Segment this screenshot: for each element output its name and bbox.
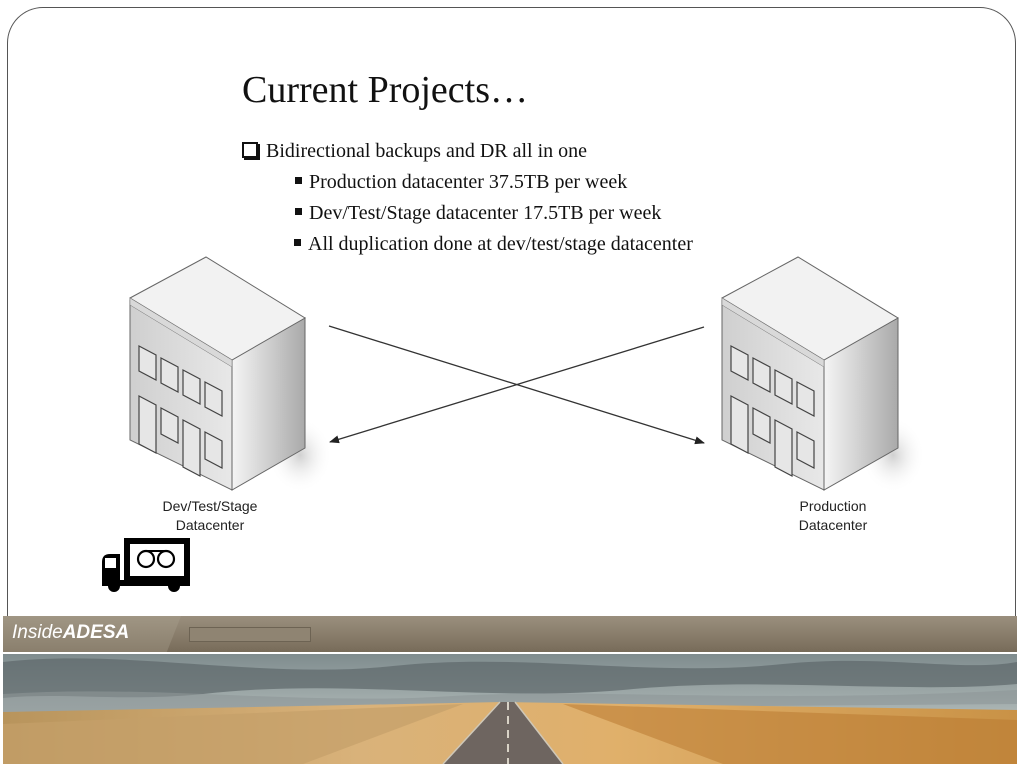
sub-bullet: Dev/Test/Stage datacenter 17.5TB per wee… xyxy=(295,202,661,225)
main-bullet-text: Bidirectional backups and DR all in one xyxy=(266,140,588,162)
replication-diagram xyxy=(128,256,925,493)
sub-bullet: All duplication done at dev/test/stage d… xyxy=(294,233,693,256)
filled-square-bullet-icon xyxy=(295,208,302,215)
arrow-to-dev-test-stage xyxy=(329,326,705,444)
filled-square-bullet-icon xyxy=(295,177,302,184)
sub-bullet-text: All duplication done at dev/test/stage d… xyxy=(308,233,693,255)
sub-bullet: Production datacenter 37.5TB per week xyxy=(295,171,627,194)
tape-truck-icon xyxy=(102,538,190,592)
dev-test-stage-building-icon xyxy=(128,256,332,493)
sub-bullet-text: Dev/Test/Stage datacenter 17.5TB per wee… xyxy=(309,202,662,224)
main-bullet: Bidirectional backups and DR all in one xyxy=(242,140,587,163)
highway-banner-image xyxy=(3,654,1017,764)
filled-square-bullet-icon xyxy=(294,239,301,246)
footer-bar: InsideADESA xyxy=(3,616,1017,652)
production-building-icon xyxy=(720,256,925,493)
hollow-square-bullet-icon xyxy=(242,142,258,158)
production-label: Production Datacenter xyxy=(798,498,868,533)
dev-test-stage-label: Dev/Test/Stage Datacenter xyxy=(162,498,258,533)
footer-decorative-slot xyxy=(189,627,311,642)
sub-bullet-text: Production datacenter 37.5TB per week xyxy=(309,171,628,193)
inside-adesa-logo: InsideADESA xyxy=(12,622,130,643)
slide-title: Current Projects… xyxy=(242,69,529,111)
brand-panel xyxy=(3,616,181,652)
